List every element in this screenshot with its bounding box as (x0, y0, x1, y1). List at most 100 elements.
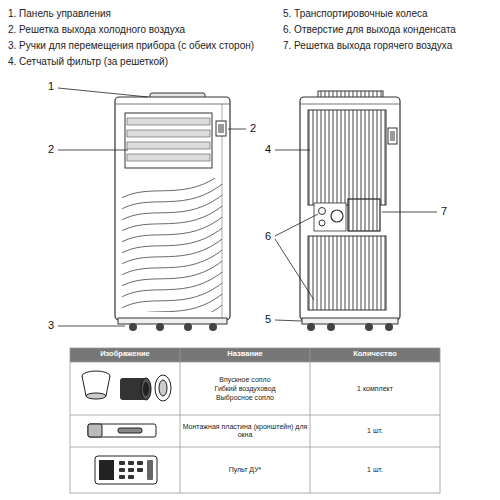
leader-line (58, 150, 128, 151)
legend-item: 5. Транспортировочные колеса (283, 8, 428, 20)
remote-icon (95, 456, 157, 484)
table-cell: Выбросное сопло (182, 394, 308, 402)
intake-waves (122, 280, 222, 310)
cold-air-grille (127, 130, 210, 137)
remote-icon (128, 461, 134, 465)
table-cell: Пульт ДУ* (182, 466, 308, 474)
front-unit (115, 104, 230, 105)
filter-grille (308, 110, 386, 310)
leader-line (275, 320, 302, 321)
table-cell: Гибкий воздуховод (182, 385, 308, 393)
callout-number: 4 (265, 143, 271, 156)
callout-number: 2 (250, 122, 256, 135)
window-bracket-icon (88, 424, 102, 437)
table-cell: 1 шт. (312, 466, 438, 474)
table-grid (70, 415, 440, 416)
remote-icon (128, 468, 134, 472)
back-unit (300, 97, 400, 320)
remote-icon (119, 468, 125, 472)
table-grid (180, 348, 181, 493)
condensate-outlet (314, 203, 346, 231)
table-grid (70, 447, 440, 448)
outlet-nozzle-icon (155, 375, 171, 401)
remote-icon (137, 468, 143, 472)
table-header: Количество (312, 350, 438, 359)
window-bracket-icon (88, 424, 156, 437)
back-unit (300, 91, 400, 320)
outlet-nozzle-icon (155, 375, 171, 401)
hose-icon (141, 378, 151, 400)
condensate-outlet (319, 208, 326, 215)
intake-waves (122, 203, 222, 233)
intake-waves (122, 291, 222, 312)
back-base (327, 323, 335, 331)
legend-item: 1. Панель управления (8, 8, 111, 20)
outlet-nozzle-icon (159, 380, 167, 396)
handle (216, 121, 226, 136)
intake-waves (122, 181, 222, 211)
leader-line (58, 88, 148, 97)
callout-number: 5 (265, 313, 271, 326)
callout-number: 3 (48, 319, 54, 332)
intake-waves (122, 178, 222, 312)
intake-waves (122, 258, 222, 288)
front-unit (115, 93, 230, 320)
leader-line (275, 239, 314, 300)
table-cell: Монтажная пластина (кронштейн) для окна (182, 423, 308, 439)
front-base (209, 323, 217, 331)
leader-line (228, 129, 246, 130)
back-unit (300, 104, 400, 105)
hot-air-grille (348, 199, 380, 231)
cold-air-grille (127, 118, 210, 125)
front-base (129, 323, 137, 331)
table-cell: Впускное сопло (182, 376, 308, 384)
filter-grille (308, 236, 386, 310)
intake-waves (122, 178, 222, 200)
intake-waves (122, 236, 222, 266)
legend-item: 2. Решетка выхода холодного воздуха (8, 24, 185, 36)
handle (216, 121, 226, 136)
remote-icon (95, 456, 157, 484)
back-base (302, 318, 398, 331)
front-base (156, 323, 164, 331)
intake-waves (122, 247, 222, 277)
front-base (118, 318, 227, 331)
back-handle (388, 128, 397, 144)
table-grid (70, 348, 440, 493)
handle (218, 124, 224, 133)
legend-item: 6. Отверстие для выхода конденсата (283, 24, 456, 36)
leader-line (382, 212, 437, 213)
filter-grille (308, 110, 386, 205)
intake-waves (122, 225, 222, 255)
callout-number: 7 (441, 205, 447, 218)
remote-icon (119, 461, 125, 465)
remote-icon (119, 475, 125, 479)
remote-icon (137, 461, 143, 465)
intake-waves (122, 192, 222, 222)
back-base (302, 318, 398, 324)
intake-waves (122, 269, 222, 299)
table-cell: 1 шт. (312, 427, 438, 435)
hose-icon (120, 378, 151, 400)
condensate-outlet (314, 203, 346, 231)
callout-number: 1 (48, 80, 54, 93)
front-base (184, 323, 192, 331)
leader-line (275, 150, 310, 151)
inlet-nozzle-icon (86, 393, 106, 399)
table-cell: 1 комплект (312, 385, 438, 393)
cold-air-grille (127, 154, 210, 161)
cold-air-grille (127, 142, 210, 149)
intake-waves (122, 302, 222, 312)
legend-item: 7. Решетка выхода горячего воздуха (283, 40, 452, 52)
front-unit (115, 97, 230, 320)
callout-number: 6 (265, 230, 271, 243)
table-grid (70, 362, 440, 363)
remote-icon (128, 475, 134, 479)
leader-line (58, 326, 125, 327)
back-base (307, 323, 315, 331)
callout-number: 2 (48, 143, 54, 156)
condensate-outlet (331, 210, 343, 222)
table-grid (310, 348, 311, 493)
hose-icon (143, 382, 149, 396)
